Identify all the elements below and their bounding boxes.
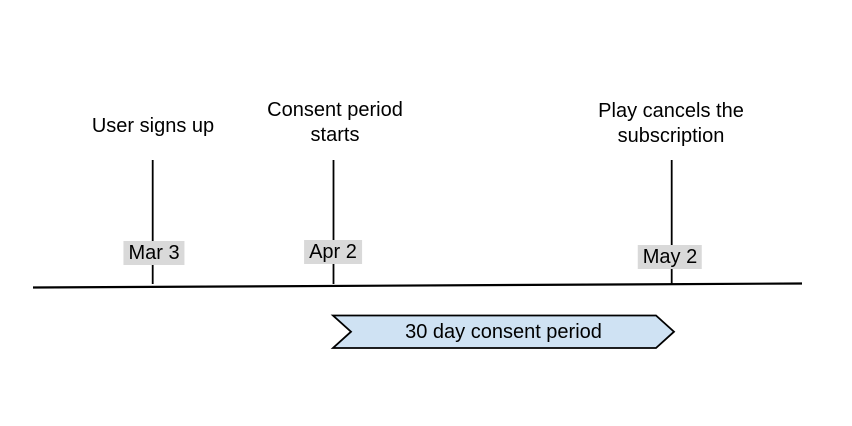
consent-period-banner-shape xyxy=(330,314,676,349)
timeline-axis xyxy=(32,282,803,289)
event-label-consent-period-starts: Consent period starts xyxy=(267,99,403,146)
consent-period-banner-label: 30 day consent period xyxy=(405,320,602,343)
date-label-may-2: May 2 xyxy=(637,245,703,269)
date-label-mar-3: Mar 3 xyxy=(123,241,185,265)
event-label-play-cancels-subscription: Play cancels the subscription xyxy=(598,100,744,147)
date-label-apr-2: Apr 2 xyxy=(304,240,362,264)
event-label-user-signs-up: User signs up xyxy=(91,115,215,137)
